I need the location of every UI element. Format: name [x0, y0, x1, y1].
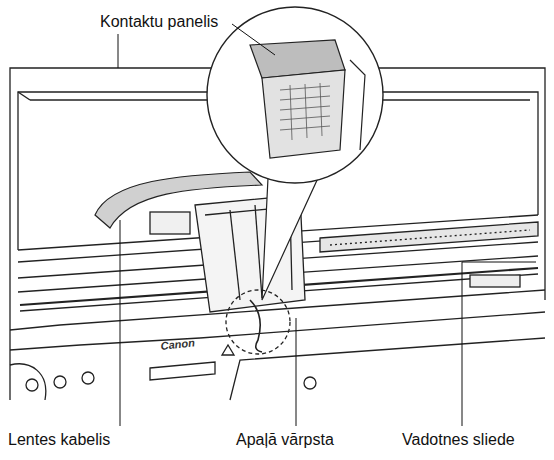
- leader-lines: [118, 24, 536, 426]
- magnifier-pointer: [262, 178, 318, 300]
- part-label: Apaļā vārpsta: [236, 430, 334, 449]
- lens-cable: [95, 172, 262, 228]
- part-label: Lentes kabelis: [8, 430, 110, 449]
- magnified-contact-panel: [207, 7, 383, 183]
- detail-circle: [226, 290, 290, 354]
- part-label: Kontaktu panelis: [100, 12, 218, 31]
- printer-body: [10, 68, 545, 400]
- brand-logo: Canon: [160, 336, 195, 353]
- part-label: Vadotnes sliede: [402, 430, 515, 449]
